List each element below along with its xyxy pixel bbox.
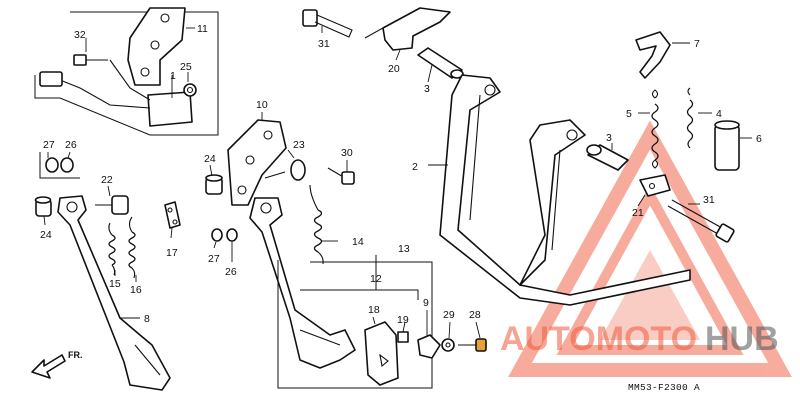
washers-left [39,152,80,179]
callout-1: 1 [170,70,176,82]
main-stand [439,74,691,306]
direction-label: FR. [68,350,83,360]
side-stand-left [57,195,171,391]
bolt-28 [458,338,487,352]
callout-22: 22 [101,174,113,186]
callout-25: 25 [180,61,192,73]
callout-15: 15 [109,278,121,290]
clip-9 [417,334,441,359]
callout-28: 28 [469,309,481,321]
callout-21: 21 [632,207,644,219]
callout-26-left: 26 [65,139,77,151]
callout-3-top: 3 [424,83,430,95]
callout-19: 19 [397,314,409,326]
side-stand-mid [249,197,356,369]
bolt-31-right [667,199,735,243]
callout-20: 20 [388,63,400,75]
watermark-text-b: HUB [705,320,779,358]
plate-17 [164,201,181,229]
spring-16 [128,216,136,279]
callout-14: 14 [352,236,364,248]
drawing-code: MM53-F2300 A [628,382,700,393]
callout-24-mid: 24 [204,153,216,165]
watermark-text-a: AUTOMOTO [500,320,697,358]
callout-11: 11 [197,23,208,35]
nut-25 [183,83,197,97]
callout-31-right: 31 [703,194,715,206]
callout-12: 12 [370,273,382,285]
callout-27-left: 27 [43,139,55,151]
callout-2: 2 [412,161,418,173]
callout-18: 18 [368,304,380,316]
bracket-10 [227,119,287,206]
pad-18 [364,321,399,386]
sidestand-switch-assembly [39,7,193,127]
bolt-23 [264,159,306,181]
callout-10: 10 [256,99,268,111]
collar-24-left [34,196,52,217]
washers-mid [211,228,238,242]
bolt-31-top [302,9,353,38]
watermark-logo [508,120,792,377]
callout-6: 6 [756,133,762,145]
pin-3-top [417,47,464,79]
callout-9: 9 [423,297,429,309]
callout-labels: 1 2 3 3 4 5 6 7 8 9 10 11 12 13 14 15 16… [40,23,762,326]
callout-4: 4 [716,108,722,120]
watermark-text: AUTOMOTO HUB [500,320,779,358]
callout-32: 32 [74,29,86,41]
plate-21 [639,174,671,197]
callout-29: 29 [443,309,455,321]
spring-4 [686,87,694,149]
callout-17: 17 [166,247,178,259]
callout-7: 7 [694,38,700,50]
spring-15 [108,222,116,276]
callout-30: 30 [341,147,353,159]
callout-5: 5 [626,108,632,120]
callout-3-right: 3 [606,132,612,144]
collar-24-mid [205,174,223,195]
callout-26-mid: 26 [225,266,237,278]
callout-23: 23 [293,139,305,151]
pin-3-right [586,144,629,171]
spring-5 [651,89,659,169]
bolt-30 [327,167,355,185]
exploded-frame [277,255,433,389]
collar-6 [714,120,740,171]
callout-8: 8 [144,313,150,325]
callout-31-top: 31 [318,38,330,50]
spring-14 [309,184,324,265]
bracket-20 [364,7,451,51]
inset-frame [34,11,219,136]
hook-7 [635,31,671,79]
callout-27-mid: 27 [208,253,220,265]
front-direction-arrow: FR. [31,350,83,379]
bolt-22 [95,195,129,215]
washer-29 [441,338,455,352]
bolt-19 [397,331,409,343]
callout-16: 16 [130,284,142,296]
leader-lines [43,26,752,339]
callout-13: 13 [398,243,410,255]
bolt-32 [73,54,108,66]
callout-24-left: 24 [40,229,52,241]
